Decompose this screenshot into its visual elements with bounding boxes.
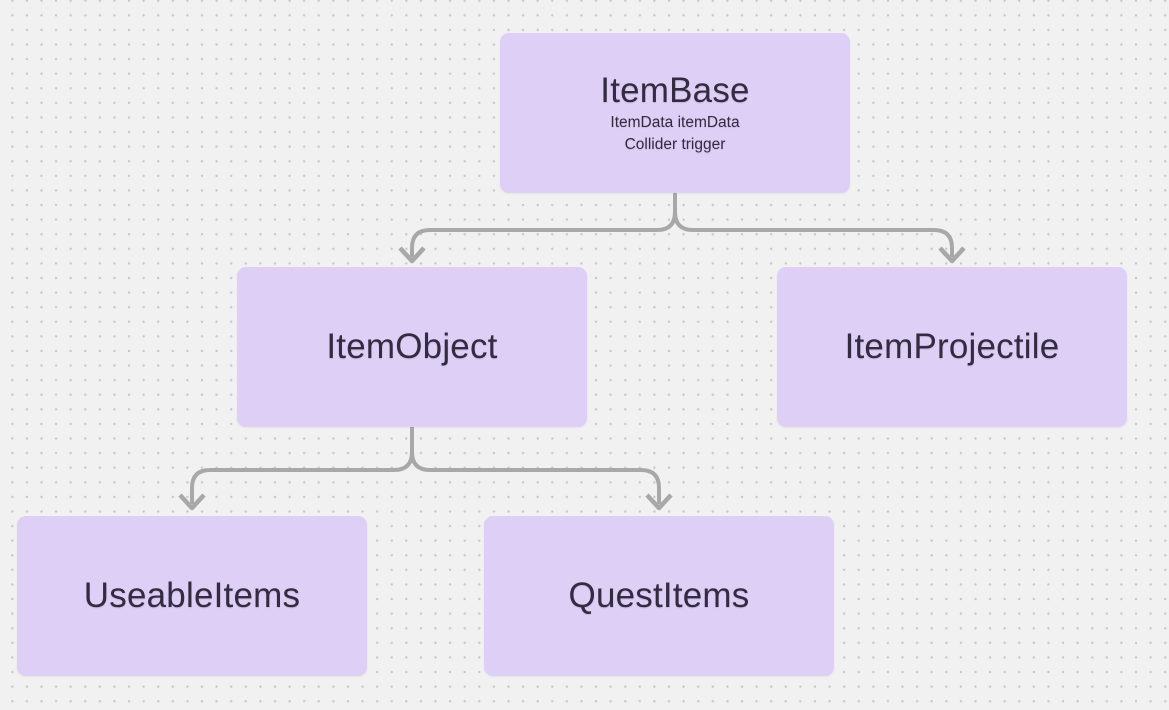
connector-itemobject-questitems[interactable] [410,427,673,511]
connector-itembase-itemobject[interactable] [398,193,677,264]
node-field: Collider trigger [624,136,726,153]
node-field: ItemData itemData [610,114,740,131]
node-questitems[interactable]: QuestItems [484,516,834,676]
connector-itemobject-useableitems[interactable] [178,427,414,511]
node-itemprojectile[interactable]: ItemProjectile [777,267,1127,427]
node-title: ItemObject [326,327,498,366]
node-itembase[interactable]: ItemBase ItemData itemData Collider trig… [500,33,850,193]
node-title: QuestItems [568,576,750,615]
node-title: ItemProjectile [844,327,1060,366]
connector-itembase-itemprojectile[interactable] [673,193,966,264]
node-title: UseableItems [83,576,301,615]
node-title: ItemBase [600,71,750,110]
node-useableitems[interactable]: UseableItems [17,516,367,676]
node-itemobject[interactable]: ItemObject [237,267,587,427]
